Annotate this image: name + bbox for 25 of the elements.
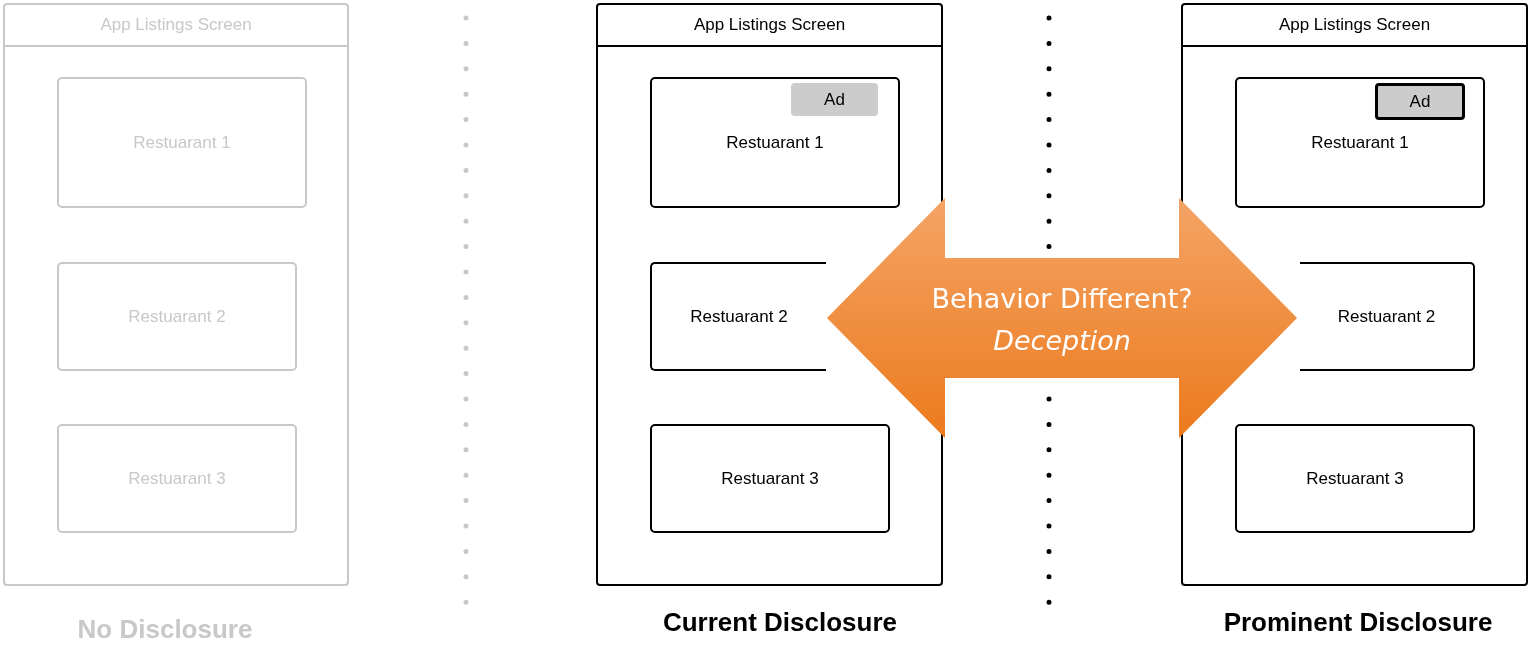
listing-name: Restuarant 1 (726, 132, 824, 153)
panel-caption: Current Disclosure (662, 607, 898, 638)
listing-name: Restuarant 1 (1311, 132, 1409, 153)
listing-card (650, 262, 826, 371)
ad-badge: Ad (791, 83, 878, 116)
panel-caption: Prominent Disclosure (1223, 607, 1493, 638)
listing-card (1235, 424, 1475, 533)
listing-name: Restuarant 3 (721, 468, 819, 489)
listing-name: Restuarant 2 (1337, 306, 1436, 327)
listing-name: Restuarant 3 (1306, 468, 1404, 489)
listing-card (57, 424, 297, 533)
double-arrow (827, 198, 1297, 438)
ad-badge: Ad (1375, 83, 1465, 120)
listing-name: Restuarant 2 (690, 306, 788, 327)
listing-card (57, 77, 307, 208)
arrow-label: Behavior Different? (930, 283, 1194, 314)
listing-card (650, 424, 890, 533)
screen-title: App Listings Screen (1183, 5, 1526, 47)
phone-screen (3, 3, 349, 586)
listing-card (650, 77, 900, 208)
listing-card (1235, 77, 1485, 208)
listing-card (1300, 262, 1475, 371)
screen-title: App Listings Screen (598, 5, 941, 47)
listing-card (57, 262, 297, 371)
arrow-label: Deception (992, 325, 1132, 356)
